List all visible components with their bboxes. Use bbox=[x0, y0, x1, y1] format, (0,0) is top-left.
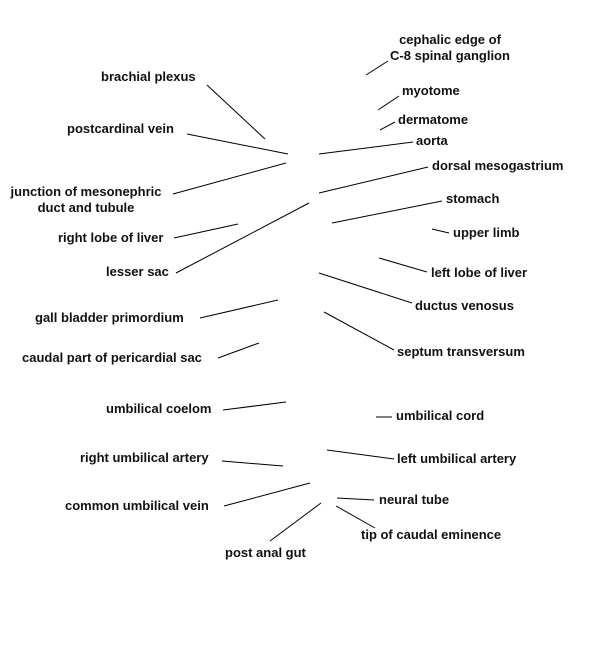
leader-myotome bbox=[377, 95, 400, 111]
leader-dermatome bbox=[379, 121, 396, 131]
leader-junction bbox=[172, 162, 287, 195]
leader-ductus-venosus bbox=[318, 272, 413, 304]
leader-stomach bbox=[331, 200, 443, 224]
leader-common-umbilical-vein bbox=[223, 482, 311, 507]
label-cephalic-edge-line1: cephalic edge of bbox=[399, 32, 501, 47]
label-left-umbilical-artery: left umbilical artery bbox=[397, 451, 517, 466]
label-postcardinal-vein: postcardinal vein bbox=[67, 121, 174, 136]
leader-lesser-sac bbox=[175, 202, 310, 274]
leader-caudal-eminence bbox=[335, 505, 376, 529]
label-common-umbilical-vein: common umbilical vein bbox=[65, 498, 209, 513]
label-gall-bladder: gall bladder primordium bbox=[35, 310, 184, 325]
label-pericardial-sac: caudal part of pericardial sac bbox=[22, 350, 202, 365]
label-myotome: myotome bbox=[402, 83, 460, 98]
leader-neural-tube bbox=[336, 497, 375, 501]
leader-aorta bbox=[318, 141, 414, 155]
leader-umbilical-coelom bbox=[222, 401, 287, 411]
label-junction-line1: junction of mesonephric bbox=[10, 184, 162, 199]
label-post-anal-gut: post anal gut bbox=[225, 545, 306, 560]
label-upper-limb: upper limb bbox=[453, 225, 520, 240]
label-junction-line2: duct and tubule bbox=[37, 200, 135, 215]
leader-post-anal-gut bbox=[269, 502, 322, 542]
label-septum-transversum: septum transversum bbox=[397, 344, 525, 359]
label-right-lobe-liver: right lobe of liver bbox=[58, 230, 164, 245]
label-ductus-venosus: ductus venosus bbox=[415, 298, 514, 313]
label-dermatome: dermatome bbox=[398, 112, 469, 127]
label-cephalic-edge: cephalic edge of C-8 spinal ganglion bbox=[370, 32, 530, 64]
leader-upper-limb bbox=[431, 228, 450, 234]
label-umbilical-cord: umbilical cord bbox=[396, 408, 485, 423]
leader-septum-transversum bbox=[323, 311, 395, 351]
label-caudal-eminence: tip of caudal eminence bbox=[361, 527, 502, 542]
label-cephalic-edge-line2: C-8 spinal ganglion bbox=[390, 48, 510, 63]
label-umbilical-coelom: umbilical coelom bbox=[106, 401, 212, 416]
label-neural-tube: neural tube bbox=[379, 492, 450, 507]
label-junction: junction of mesonephric duct and tubule bbox=[0, 184, 172, 216]
label-dorsal-mesogastrium: dorsal mesogastrium bbox=[432, 158, 564, 173]
label-aorta: aorta bbox=[416, 133, 448, 148]
label-right-umbilical-artery: right umbilical artery bbox=[80, 450, 209, 465]
leader-dorsal-mesogastrium bbox=[318, 166, 429, 194]
label-stomach: stomach bbox=[446, 191, 500, 206]
leader-brachial-plexus bbox=[206, 84, 266, 140]
leader-postcardinal-vein bbox=[186, 133, 289, 155]
label-brachial-plexus: brachial plexus bbox=[101, 69, 196, 84]
leader-right-umbilical-artery bbox=[221, 460, 284, 467]
label-left-lobe-liver: left lobe of liver bbox=[431, 265, 528, 280]
leader-left-umbilical-artery bbox=[326, 449, 395, 460]
label-lesser-sac: lesser sac bbox=[106, 264, 169, 279]
leader-cephalic-edge bbox=[365, 60, 389, 76]
leader-pericardial-sac bbox=[217, 342, 260, 359]
leader-left-lobe-liver bbox=[378, 257, 428, 273]
leader-right-lobe-liver bbox=[173, 223, 239, 239]
leader-gall-bladder bbox=[199, 299, 279, 319]
